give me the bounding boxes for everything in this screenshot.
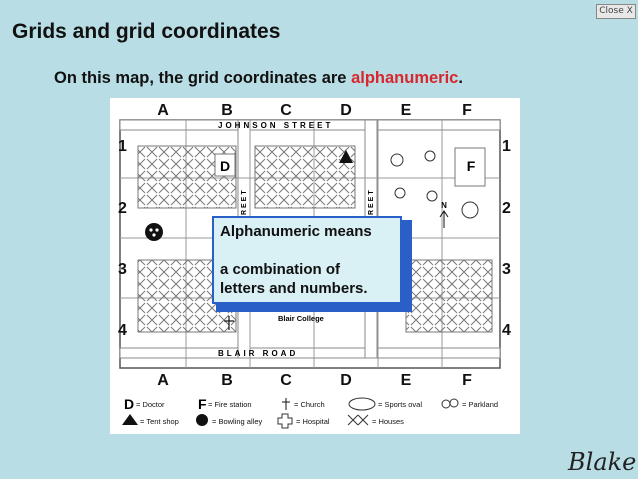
slide-subtitle: On this map, the grid coordinates are al…	[54, 69, 463, 88]
legend-oval: = Sports oval	[378, 400, 422, 409]
north-arrow-icon: N	[439, 201, 449, 228]
tent-icon	[339, 150, 353, 163]
street-left-label: STREET	[241, 188, 248, 228]
close-button[interactable]: Close X	[596, 4, 636, 19]
col-label-a-top: A	[157, 102, 169, 119]
row-label-2-left: 2	[118, 200, 127, 217]
college-label: Blair College	[278, 314, 324, 323]
callout-line-3: letters and numbers.	[220, 280, 368, 297]
col-label-e-top: E	[400, 102, 412, 119]
legend-hospital: = Hospital	[296, 417, 330, 426]
row-label-3-left: 3	[118, 261, 127, 278]
street-right-label: STREET	[368, 188, 375, 228]
callout-line-1: Alphanumeric means	[220, 223, 372, 240]
legend-fire: = Fire station	[208, 400, 252, 409]
col-label-f-bottom: F	[462, 372, 472, 389]
parkland-icon	[390, 150, 479, 219]
col-label-c-top: C	[280, 102, 292, 119]
col-label-b-top: B	[221, 102, 233, 119]
col-label-e-bottom: E	[400, 372, 412, 389]
fire-marker: F	[467, 158, 476, 174]
col-label-d-top: D	[340, 102, 352, 119]
legend-houses: = Houses	[372, 417, 404, 426]
street-top-label: JOHNSON STREET	[218, 121, 333, 130]
doctor-marker: D	[220, 158, 230, 174]
legend-church: = Church	[294, 400, 325, 409]
street-bottom-label: BLAIR ROAD	[218, 349, 298, 358]
col-label-a-bottom: A	[157, 372, 169, 389]
slide-title: Grids and grid coordinates	[12, 20, 281, 43]
subtitle-text: On this map, the grid coordinates are	[54, 69, 352, 87]
houses-areas	[137, 145, 493, 333]
bowling-icon	[145, 223, 163, 241]
legend-doctor: = Doctor	[136, 400, 165, 409]
legend-icons: D F	[122, 396, 459, 429]
callout-line-2: a combination of	[220, 261, 340, 278]
col-label-b-bottom: B	[221, 372, 233, 389]
church-icon	[224, 316, 234, 330]
north-label: N	[441, 201, 447, 210]
signature-logo: Blake	[568, 448, 637, 476]
subtitle-end: .	[458, 69, 463, 87]
row-label-1-left: 1	[118, 138, 127, 155]
row-label-2-right: 2	[502, 200, 511, 217]
subtitle-highlight: alphanumeric	[351, 69, 459, 87]
col-label-f-top: F	[462, 102, 472, 119]
row-label-4-right: 4	[502, 322, 511, 339]
definition-callout: Alphanumeric means a combination of lett…	[212, 216, 402, 304]
legend-parkland: = Parkland	[462, 400, 498, 409]
svg-text:D: D	[124, 396, 134, 412]
svg-text:F: F	[198, 396, 207, 412]
legend-bowling: = Bowling alley	[212, 417, 262, 426]
legend-tent: = Tent shop	[140, 417, 179, 426]
col-label-d-bottom: D	[340, 372, 352, 389]
row-label-1-right: 1	[502, 138, 511, 155]
row-label-3-right: 3	[502, 261, 511, 278]
row-label-4-left: 4	[118, 322, 127, 339]
col-label-c-bottom: C	[280, 372, 292, 389]
